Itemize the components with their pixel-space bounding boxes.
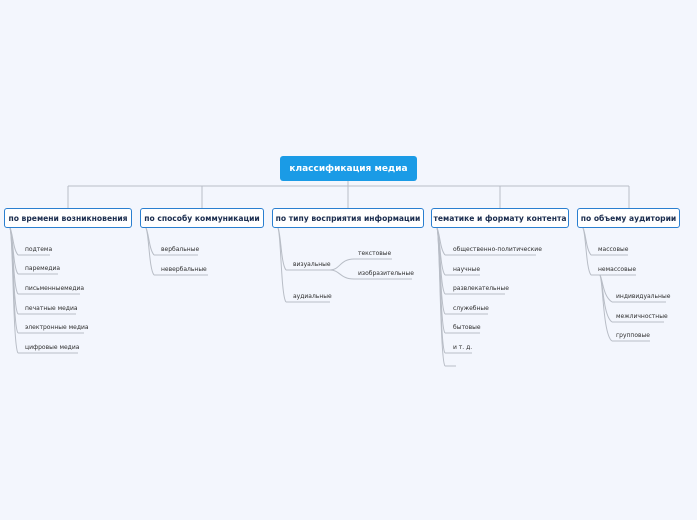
leaf-node[interactable]: массовые	[598, 246, 629, 253]
leaf-connector	[436, 227, 446, 367]
leaf-node[interactable]: немассовые	[598, 266, 637, 273]
branch-node-content[interactable]: тематике и формату контента	[431, 208, 569, 228]
leaf-connector	[277, 227, 287, 303]
sub-leaf-node[interactable]: групповые	[616, 332, 650, 339]
sub-leaf-node[interactable]: межличностные	[616, 313, 668, 320]
leaf-node[interactable]: и т. д.	[453, 344, 473, 351]
leaf-connector	[9, 227, 19, 354]
sub-connector	[329, 258, 355, 271]
sub-connector	[599, 274, 613, 323]
leaf-node[interactable]: письменныемедиа	[25, 285, 85, 292]
sub-connector	[599, 274, 613, 342]
leaf-connector	[145, 227, 155, 276]
leaf-node[interactable]: служебные	[453, 305, 489, 312]
sub-connector	[329, 269, 355, 280]
leaf-node[interactable]: бытовые	[453, 324, 481, 331]
leaf-node[interactable]: цифровые медиа	[25, 344, 80, 351]
leaf-node[interactable]: невербальные	[161, 266, 207, 273]
leaf-connector	[582, 227, 592, 276]
branch-node-communication[interactable]: по способу коммуникации	[140, 208, 264, 228]
root-node[interactable]: классификация медиа	[280, 156, 417, 181]
branch-node-time[interactable]: по времени возникновения	[4, 208, 132, 228]
leaf-node[interactable]: паремедиа	[25, 265, 61, 272]
leaf-node[interactable]: электронные медиа	[25, 324, 89, 331]
leaf-node[interactable]: общественно-политические	[453, 246, 542, 253]
leaf-node[interactable]: подтема	[25, 246, 53, 253]
sub-leaf-node[interactable]: текстовые	[358, 250, 392, 257]
sub-leaf-node[interactable]: индивидуальные	[616, 293, 671, 300]
leaf-node[interactable]: визуальные	[293, 261, 331, 268]
leaf-node[interactable]: научные	[453, 266, 481, 273]
leaf-node[interactable]: аудиальные	[293, 293, 332, 300]
branch-node-perception[interactable]: по типу восприятия информации	[272, 208, 424, 228]
sub-leaf-node[interactable]: изобразительные	[358, 270, 414, 277]
leaf-node[interactable]: развлекательные	[453, 285, 509, 292]
leaf-node[interactable]: вербальные	[161, 246, 200, 253]
branch-node-audience[interactable]: по объему аудитории	[577, 208, 680, 228]
leaf-node[interactable]: печатные медиа	[25, 305, 78, 312]
